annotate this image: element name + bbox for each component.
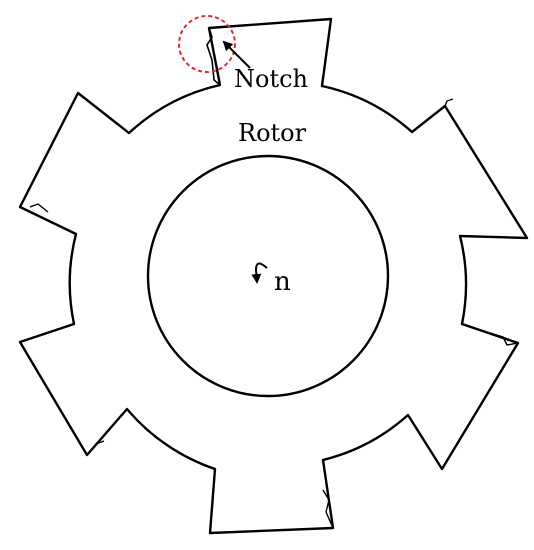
rotor-label: Rotor [238,119,307,147]
outer-toothed-ring [18,17,529,535]
crack-notch [206,27,221,86]
crack-right-bottom [489,332,519,346]
crack-left-top [29,203,49,213]
notch-pointer-arrow [222,40,251,69]
crack-right-top [444,98,454,107]
notch-highlight-circle [178,15,236,73]
rotation-arrow [251,262,268,284]
crack-bottom [322,489,334,529]
speed-label: n [274,267,291,297]
notch-label: Notch [234,65,308,93]
crack-left-bottom [86,440,105,456]
rotor-circle [146,154,390,398]
